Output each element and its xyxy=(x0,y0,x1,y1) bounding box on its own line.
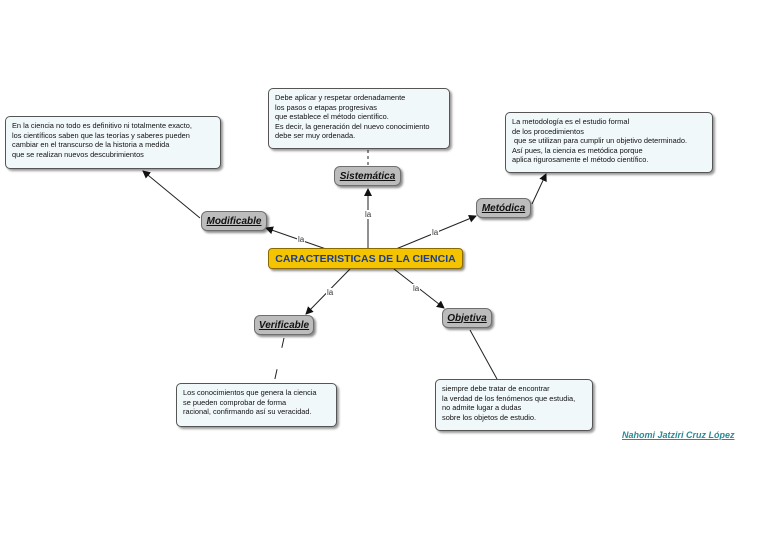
concept-verificable[interactable]: Verificable xyxy=(254,315,314,335)
author-name: Nahomi Jatziri Cruz López xyxy=(622,430,735,440)
link-label-modificable: la xyxy=(297,235,306,244)
description-objetiva: siempre debe tratar de encontrar la verd… xyxy=(435,379,593,431)
edge-modificable-desc xyxy=(142,170,201,219)
description-modificable: En la ciencia no todo es definitivo ni t… xyxy=(5,116,221,169)
description-metodica: La metodología es el estudio formal de l… xyxy=(505,112,713,173)
edge-objetiva-desc xyxy=(469,329,498,380)
concept-objetiva[interactable]: Objetiva xyxy=(442,308,492,328)
link-label-verificable: la xyxy=(326,288,335,297)
concept-modificable[interactable]: Modificable xyxy=(201,211,267,231)
concept-sistematica[interactable]: Sistemática xyxy=(334,166,401,186)
description-sistematica: Debe aplicar y respetar ordenadamente lo… xyxy=(268,88,450,149)
edge-center-modificable xyxy=(265,226,327,250)
link-label-objetiva: la xyxy=(412,284,421,293)
link-label-sistematica: la xyxy=(364,210,373,219)
description-verificable: Los conocimientos que genera la ciencia … xyxy=(176,383,337,427)
central-concept[interactable]: CARACTERISTICAS DE LA CIENCIA xyxy=(268,248,463,269)
edge-verificable-desc xyxy=(273,337,285,384)
edge-metodica-desc xyxy=(531,173,547,205)
concept-metodica[interactable]: Metódica xyxy=(476,198,531,218)
link-label-metodica: la xyxy=(431,228,440,237)
